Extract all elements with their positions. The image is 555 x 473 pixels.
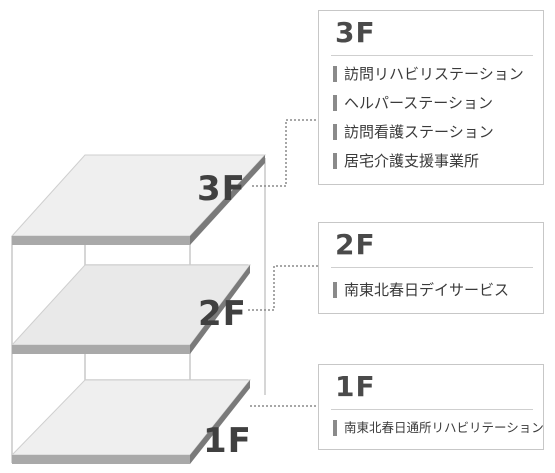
floor-card-title-1f: 1F	[335, 370, 376, 403]
building-floor-label-2f: 2F	[198, 294, 247, 334]
connector-3f	[252, 119, 318, 187]
floor-slab-3f	[10, 154, 267, 245]
building-floor-label-3f: 3F	[197, 169, 246, 209]
building-floor-label-1f: 1F	[203, 421, 252, 461]
floor-card-title-3f: 3F	[335, 16, 376, 49]
floor-card-2f: 2F 南東北春日デイサービス	[318, 222, 544, 314]
floor-slab-2f	[10, 264, 251, 354]
facility-item: 訪問看護ステーション	[333, 123, 494, 141]
floor-card-title-2f: 2F	[335, 228, 376, 261]
facility-item: ヘルパーステーション	[333, 94, 493, 112]
floor-slab-1f	[10, 379, 252, 464]
facility-item: 南東北春日通所リハビリテーション	[333, 419, 544, 437]
connector-2f	[248, 265, 318, 311]
connector-lines	[248, 119, 318, 407]
floor-card-1f: 1F 南東北春日通所リハビリテーション	[318, 364, 544, 450]
card-divider	[331, 409, 533, 410]
floor-card-3f: 3F 訪問リハビリステーション ヘルパーステーション 訪問看護ステーション 居宅…	[318, 10, 544, 185]
card-divider	[331, 55, 533, 56]
facility-item: 居宅介護支援事業所	[333, 152, 479, 170]
card-divider	[331, 267, 533, 268]
facility-item: 南東北春日デイサービス	[333, 281, 509, 299]
facility-item: 訪問リハビリステーション	[333, 65, 524, 83]
